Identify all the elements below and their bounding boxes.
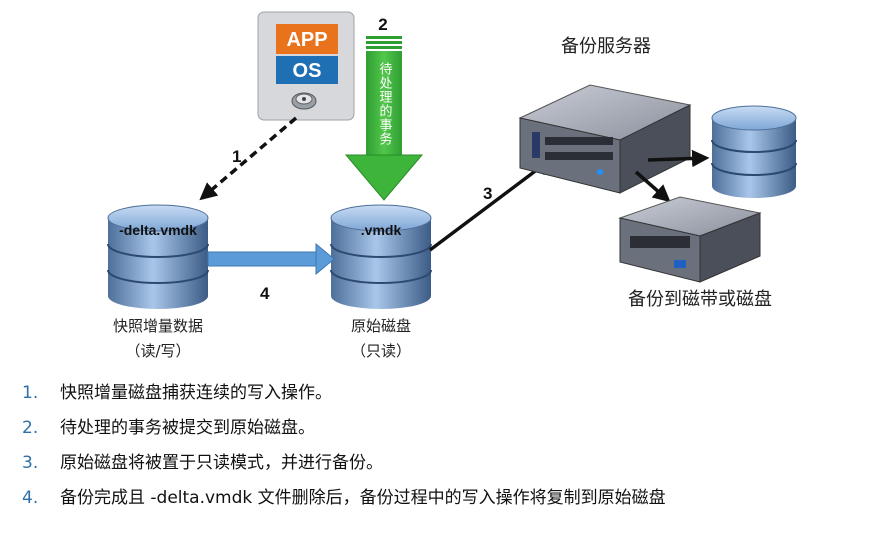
app-os-box: APP OS xyxy=(257,11,355,121)
tape-drive-icon xyxy=(618,196,762,283)
step-item: 3. 原始磁盘将被置于只读模式，并进行备份。 xyxy=(22,448,666,483)
arrow-1-label: 1 xyxy=(232,147,241,166)
steps-list: 1. 快照增量磁盘捕获连续的写入操作。 2. 待处理的事务被提交到原始磁盘。 3. 原… xyxy=(22,378,666,518)
delta-disk: -delta.vmdk xyxy=(107,204,209,309)
step-item: 4. 备份完成且 -delta.vmdk 文件删除后，备份过程中的写入操作将复制到… xyxy=(22,483,666,518)
delta-disk-name: -delta.vmdk xyxy=(119,222,197,238)
app-label: APP xyxy=(286,29,327,51)
step-text: 待处理的事务被提交到原始磁盘。 xyxy=(60,418,315,438)
os-label: OS xyxy=(293,60,322,82)
base-disk-name: .vmdk xyxy=(361,222,402,238)
base-disk: .vmdk xyxy=(330,204,432,309)
step-number: 3. xyxy=(22,453,39,473)
backup-server-icon xyxy=(518,84,692,194)
arrow-1: 1 xyxy=(199,116,298,201)
arrow-3-label: 3 xyxy=(483,184,492,203)
server-to-storage-arrows xyxy=(634,149,710,203)
hard-drive-icon xyxy=(291,92,317,110)
arrow-2: 2 待处理的事务 xyxy=(344,15,424,201)
arrow-4: 4 xyxy=(207,242,335,303)
backup-server-label: 备份服务器 xyxy=(561,36,651,57)
step-text: 快照增量磁盘捕获连续的写入操作。 xyxy=(60,383,332,403)
backup-target-label: 备份到磁带或磁盘 xyxy=(628,289,772,310)
step-number: 2. xyxy=(22,418,39,438)
step-text: 原始磁盘将被置于只读模式，并进行备份。 xyxy=(60,453,383,473)
step-item: 1. 快照增量磁盘捕获连续的写入操作。 xyxy=(22,378,666,413)
arrow-2-label: 2 xyxy=(378,15,387,34)
arrow-2-text: 待处理的事务 xyxy=(377,62,393,146)
backup-disk-icon xyxy=(711,105,797,198)
arrow-4-label: 4 xyxy=(260,284,270,303)
delta-disk-label: 快照增量数据 xyxy=(113,317,203,335)
arrow-3: 3 xyxy=(428,157,553,252)
step-text: 备份完成且 -delta.vmdk 文件删除后，备份过程中的写入操作将复制到原始… xyxy=(60,488,666,508)
step-item: 2. 待处理的事务被提交到原始磁盘。 xyxy=(22,413,666,448)
step-number: 4. xyxy=(22,488,39,508)
base-disk-mode: （只读） xyxy=(351,342,411,360)
base-disk-label: 原始磁盘 xyxy=(351,317,411,335)
delta-disk-mode: （读/写） xyxy=(125,342,190,360)
step-number: 1. xyxy=(22,383,39,403)
